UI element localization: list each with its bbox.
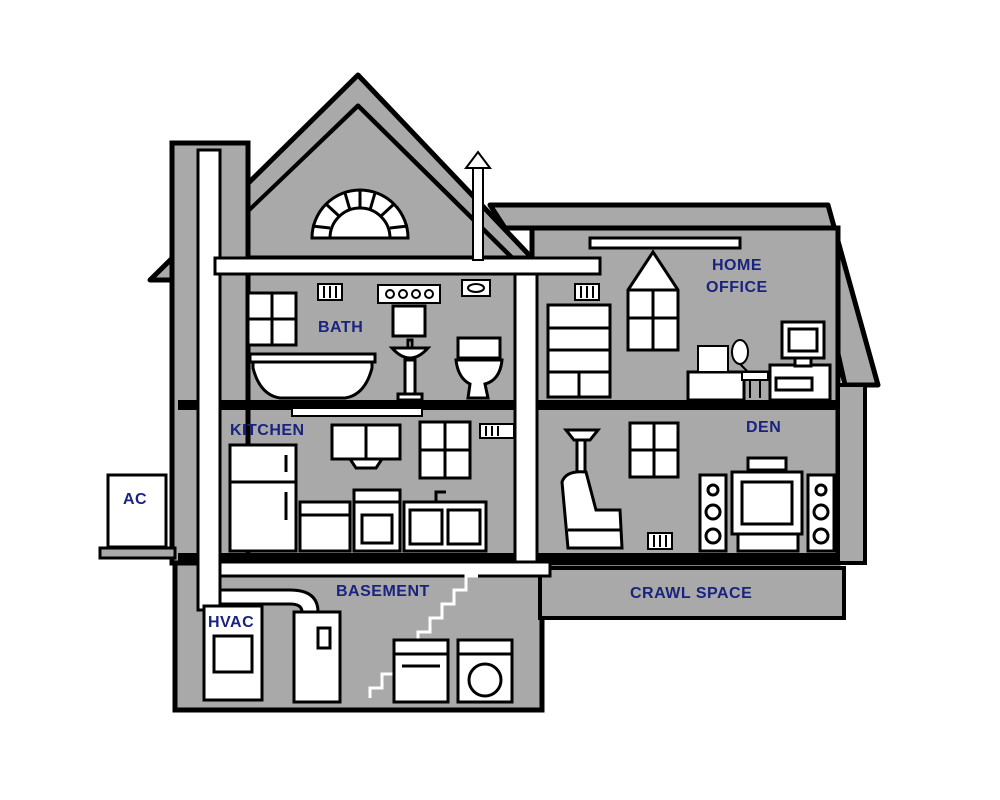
computer-icon — [774, 320, 826, 392]
bookshelf-icon — [546, 303, 612, 399]
label-den: DEN — [746, 419, 781, 436]
center-wall — [513, 268, 539, 565]
second-floor-slab — [178, 400, 838, 410]
exhaust-pipe-icon — [464, 150, 492, 261]
gothic-window-icon — [626, 249, 680, 352]
lamp-icon — [731, 339, 749, 373]
ac-unit-icon — [98, 473, 177, 560]
refrigerator-icon — [228, 443, 298, 553]
armchair-icon — [560, 470, 624, 550]
label-hvac: HVAC — [208, 614, 254, 631]
exhaust-fan-icon — [461, 279, 491, 297]
floor-lamp-icon — [562, 428, 602, 492]
toilet-icon — [454, 336, 504, 400]
speaker-icon — [806, 473, 836, 553]
sink-cabinet-icon — [402, 490, 488, 553]
label-home-office-line2: OFFICE — [706, 279, 768, 296]
cabinet-icon — [330, 423, 402, 470]
sink-icon — [388, 338, 432, 402]
stairs-icon — [368, 574, 478, 698]
window-icon — [418, 420, 472, 480]
right-side-wall — [836, 383, 867, 565]
dishwasher-icon — [298, 500, 352, 553]
vent-icon — [317, 283, 343, 301]
vanity-light-icon — [377, 284, 441, 304]
speaker-icon — [698, 473, 728, 553]
stove-icon — [352, 488, 402, 553]
label-bath: BATH — [318, 319, 363, 336]
water-heater-icon — [292, 610, 342, 704]
arched-window-icon — [310, 188, 410, 240]
ground-floor-slab — [178, 553, 838, 563]
crawl-space-shell — [538, 566, 846, 620]
label-basement: BASEMENT — [336, 583, 430, 600]
label-kitchen: KITCHEN — [230, 422, 305, 439]
coffee-maker-icon — [697, 345, 729, 373]
label-home-office-line1: HOME — [712, 257, 762, 274]
towel-bar-icon — [291, 407, 423, 417]
furnace-icon — [202, 604, 264, 702]
vent-icon — [647, 532, 673, 550]
label-crawl-space: CRAWL SPACE — [630, 585, 752, 602]
chair-icon — [741, 371, 769, 398]
mirror-icon — [391, 304, 427, 338]
window-icon — [246, 291, 298, 347]
dryer-icon — [392, 638, 450, 704]
bathtub-icon — [248, 352, 377, 400]
tv-icon — [730, 456, 804, 553]
thermostat-icon — [479, 423, 515, 439]
washer-icon — [456, 638, 514, 704]
vent-icon — [574, 283, 600, 301]
window-icon — [628, 421, 680, 479]
label-ac: AC — [123, 491, 147, 508]
